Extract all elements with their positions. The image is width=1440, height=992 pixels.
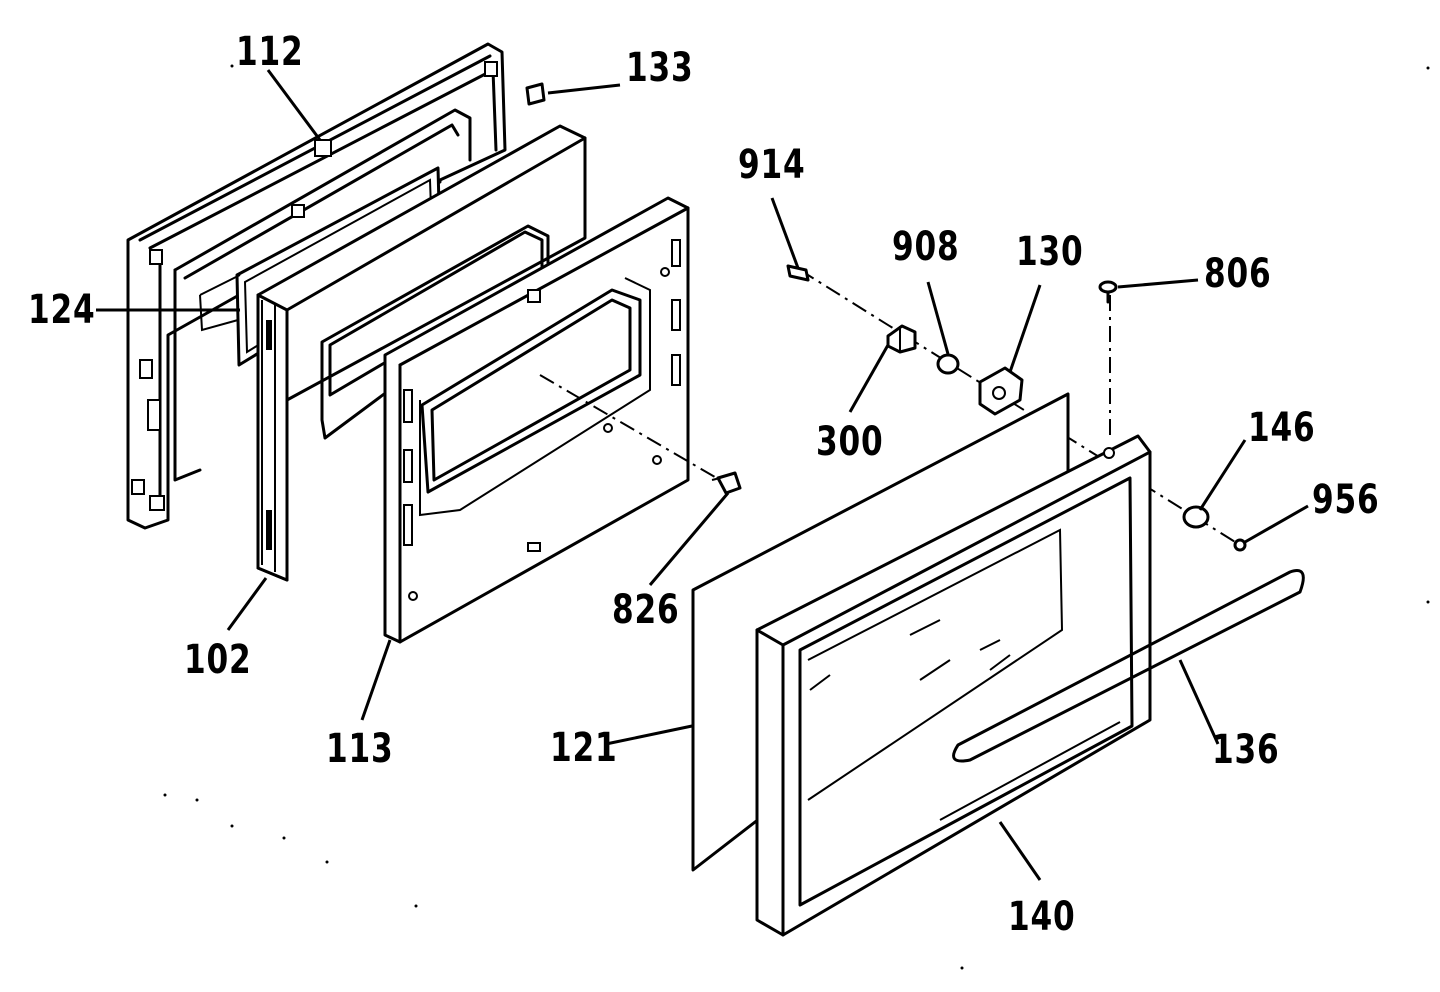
callout-124: 124: [28, 287, 96, 333]
callout-826: 826: [612, 587, 680, 633]
part-112-rear-frame: [126, 42, 507, 530]
callout-806: 806: [1204, 251, 1272, 297]
callout-136: 136: [1212, 727, 1280, 773]
part-806-screw: [1098, 280, 1118, 304]
callout-113: 113: [326, 726, 394, 772]
callout-914: 914: [738, 142, 806, 188]
leader-lines: [96, 69, 1309, 881]
part-908-washer: [936, 353, 960, 375]
callout-133: 133: [626, 45, 694, 91]
callout-908: 908: [892, 224, 960, 270]
callout-140: 140: [1008, 894, 1076, 940]
callout-102: 102: [184, 637, 252, 683]
part-102-inner-door: [256, 124, 587, 582]
part-146-end-cap: [1182, 505, 1210, 529]
part-826-screw: [711, 471, 742, 495]
callout-956: 956: [1312, 477, 1380, 523]
part-300-hinge-bracket: [886, 324, 917, 354]
part-133-clip: [525, 82, 546, 106]
part-130-bracket-plate: [978, 366, 1024, 416]
callout-146: 146: [1248, 405, 1316, 451]
assembly-lines: [539, 269, 1241, 546]
part-956-screw: [1233, 538, 1247, 552]
callout-130: 130: [1016, 229, 1084, 275]
scan-specks: [163, 64, 1430, 970]
part-136-handle: [952, 569, 1305, 763]
part-140-outer-frame: [755, 434, 1152, 937]
callout-112: 112: [236, 29, 304, 75]
part-914-pin: [786, 264, 810, 282]
part-113-door-liner: [383, 196, 690, 644]
callout-121: 121: [550, 725, 618, 771]
callout-300: 300: [816, 419, 884, 465]
